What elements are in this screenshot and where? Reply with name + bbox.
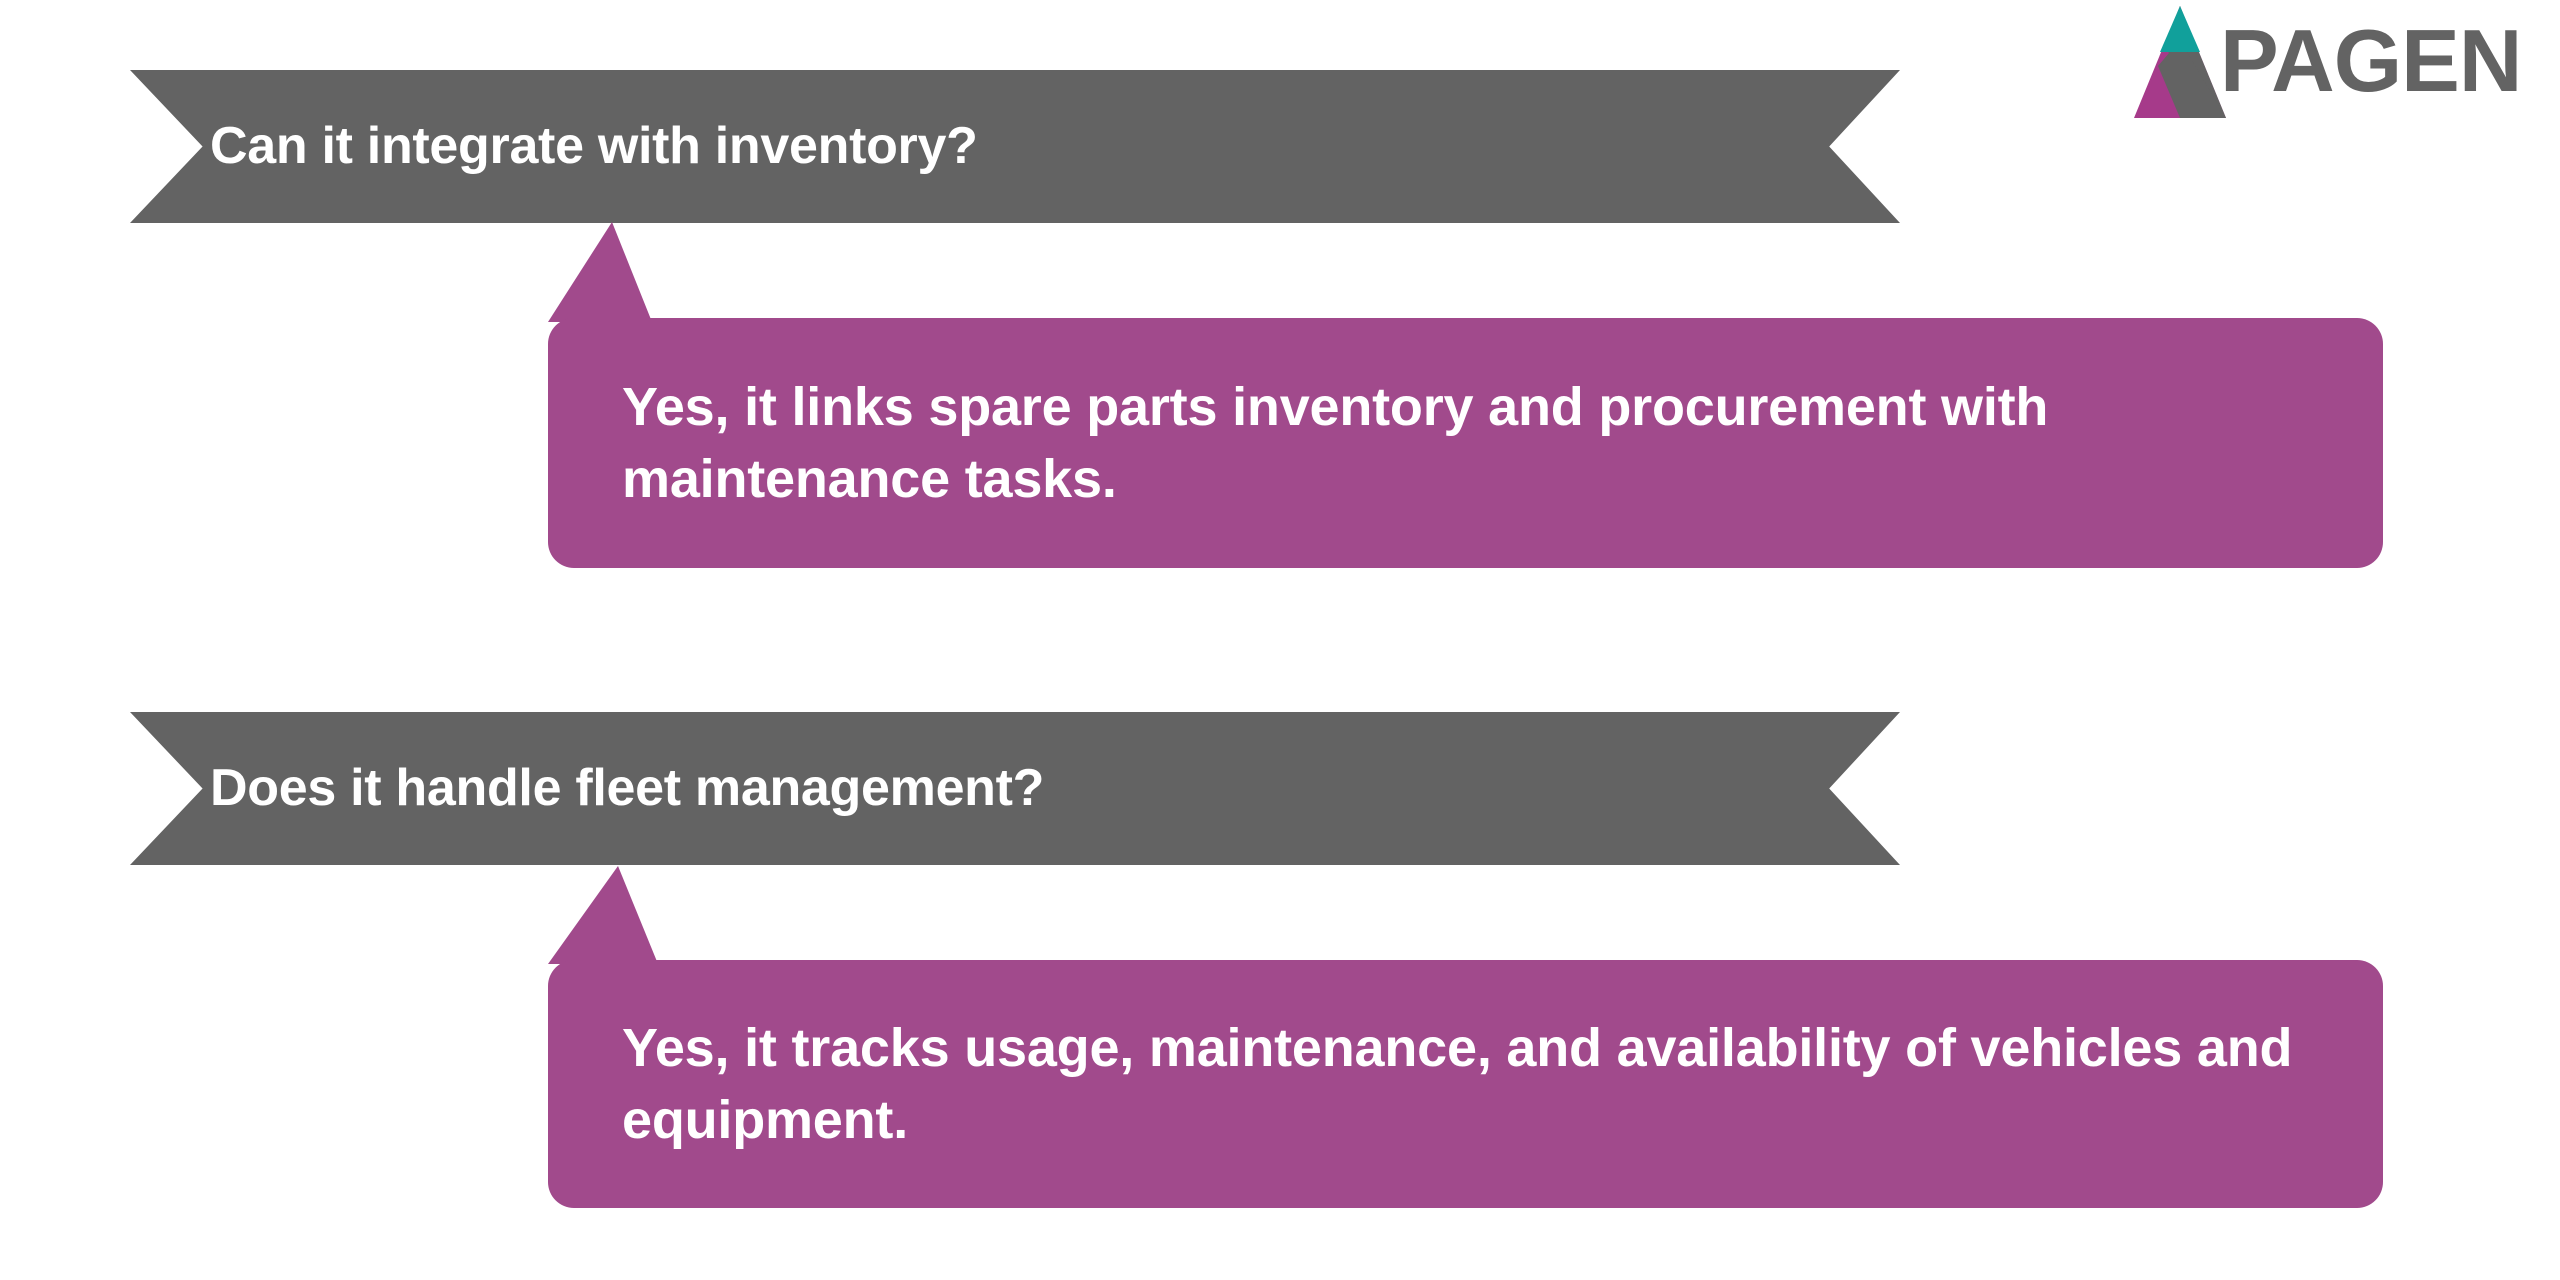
question-banner-1: Can it integrate with inventory?: [130, 70, 1900, 223]
question-text-2: Does it handle fleet management?: [210, 758, 1045, 817]
answer-bubble-2: Yes, it tracks usage, maintenance, and a…: [548, 960, 2383, 1208]
question-text-1: Can it integrate with inventory?: [210, 116, 978, 175]
answer-bubble-tail-2: [548, 866, 658, 964]
answer-text-2: Yes, it tracks usage, maintenance, and a…: [622, 1017, 2293, 1150]
answer-bubble-1: Yes, it links spare parts inventory and …: [548, 318, 2383, 568]
apagen-a-mark-icon: [2134, 6, 2226, 118]
brand-logo-wordmark: PAGEN: [2220, 11, 2522, 110]
answer-text-1: Yes, it links spare parts inventory and …: [622, 376, 2049, 509]
question-banner-2: Does it handle fleet management?: [130, 712, 1900, 865]
answer-bubble-tail-1: [548, 222, 652, 322]
brand-logo: PAGEN: [2134, 4, 2546, 120]
